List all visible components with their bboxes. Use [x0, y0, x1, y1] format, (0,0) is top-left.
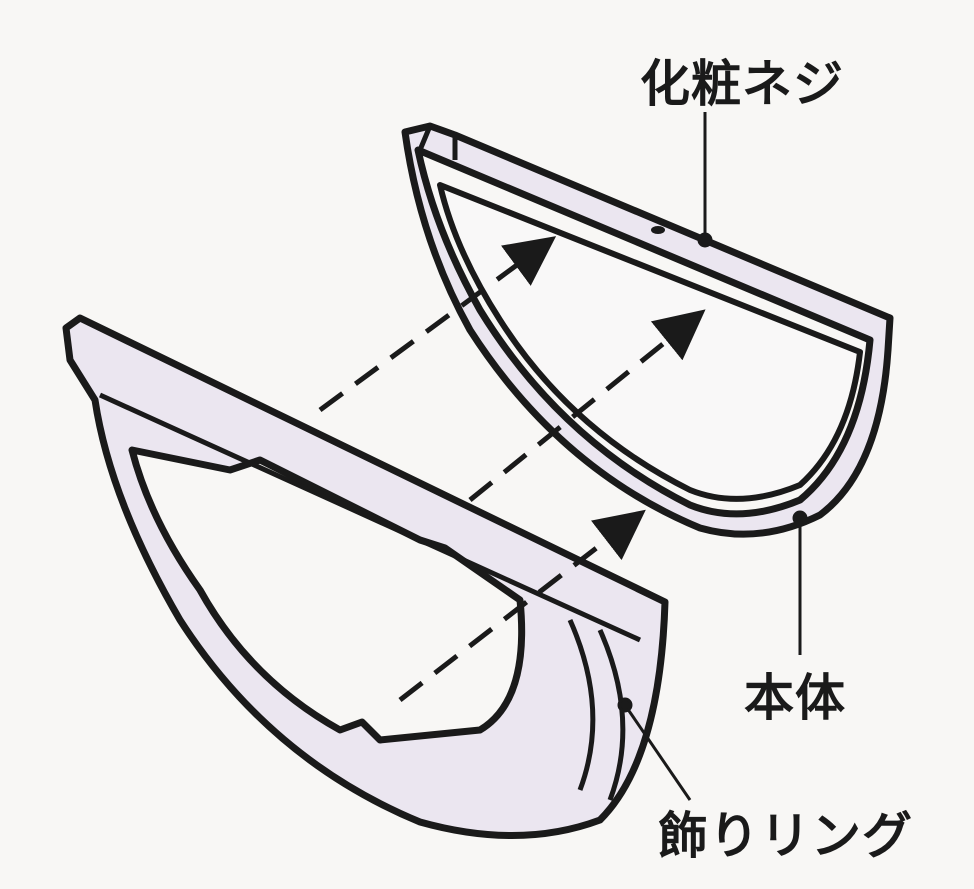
leader-lines	[617, 112, 808, 801]
label-body: 本体	[744, 669, 846, 727]
label-decorative-ring: 飾りリング	[658, 807, 913, 865]
ring-part	[62, 314, 669, 839]
assembly-arrows	[318, 236, 706, 702]
body-part	[401, 122, 894, 538]
label-decorative-screw: 化粧ネジ	[640, 55, 844, 113]
